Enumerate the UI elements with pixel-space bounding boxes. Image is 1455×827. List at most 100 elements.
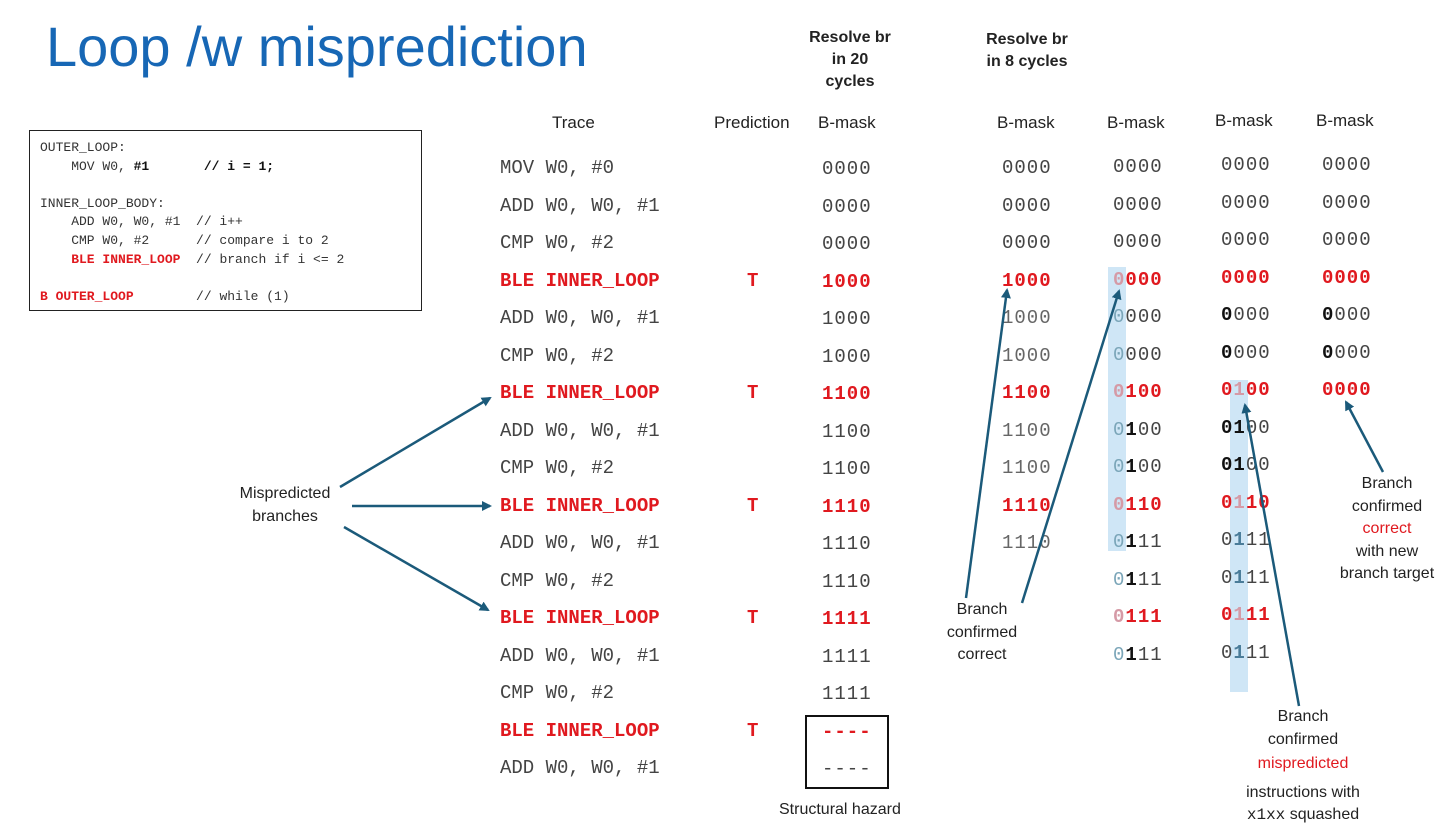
bmask-bit: 1 [1245, 641, 1259, 664]
bmask-bit: 0 [1233, 341, 1246, 364]
note-line: with new [1355, 542, 1419, 560]
bmask-bit: 0 [1113, 268, 1126, 291]
bmask-bit: 0 [1245, 304, 1259, 326]
header-bmask-3: B-mask [1107, 113, 1165, 132]
trace-row: BLE INNER_LOOP [500, 269, 660, 292]
bmask-bit: 0 [1137, 156, 1151, 178]
header-bmask-5: B-mask [1316, 111, 1374, 130]
bmask-cell: ---- [822, 758, 872, 780]
bmask-bit: 0 [1113, 156, 1126, 178]
bmask-cell: 1000 [822, 270, 872, 293]
bmask-bit: 0 [1113, 568, 1126, 591]
bmask-bit: 0 [1150, 381, 1163, 403]
bmask-bit: 1 [1150, 606, 1163, 628]
bmask-bit: 0 [1233, 266, 1246, 289]
bmask-bit: 0 [1359, 341, 1372, 364]
bmask-cell: 1110 [822, 495, 872, 518]
trace-row: CMP W0, #2 [500, 569, 615, 592]
bmask-bit: 1 [1137, 531, 1151, 553]
bmask-cell: 0100 [1113, 419, 1163, 441]
mispredicted-branches-text: Mispredicted branches [239, 485, 331, 525]
bmask-cell: 1100 [822, 420, 872, 443]
bmask-bit: 1 [1125, 418, 1138, 441]
bmask-bit: 0 [1245, 379, 1259, 401]
trace-row: ADD W0, W0, #1 [500, 194, 660, 217]
header-resolve-8: Resolve br in 8 cycles [986, 31, 1068, 70]
bmask-cell: 0000 [1322, 266, 1372, 289]
bmask-cell: 0000 [822, 233, 872, 255]
bmask-bit: 0 [1245, 454, 1259, 476]
bmask-bit: 0 [1258, 154, 1271, 176]
bmask-bit: 0 [1137, 343, 1151, 366]
bmask-bit: 0 [1125, 306, 1138, 328]
bmask-cell: 0000 [1322, 379, 1372, 401]
bmask-cell: 1110 [1002, 494, 1052, 517]
bmask-cell: 0000 [1221, 154, 1271, 176]
bmask-cell: 0111 [1221, 604, 1271, 626]
bmask-cell: 0100 [1113, 381, 1163, 403]
bmask-bit: 0 [1137, 306, 1151, 328]
bmask-bit: 0 [1245, 416, 1259, 439]
bmask-bit: 0 [1137, 231, 1151, 253]
bmask-bit: 1 [1258, 641, 1271, 664]
bmask-bit: 1 [1233, 491, 1246, 514]
bmask-cell: 0000 [1113, 194, 1163, 216]
code-text: BLE INNER_LOOP [40, 251, 181, 267]
bmask-bit: 0 [1221, 229, 1234, 251]
bmask-cell: 0100 [1221, 379, 1271, 401]
bmask-bit: 0 [1150, 193, 1163, 216]
bmask-bit: 0 [1113, 643, 1126, 666]
bmask-bit: 1 [1137, 568, 1151, 591]
bmask-bit: 1 [1245, 566, 1259, 589]
prediction-cell: T [747, 494, 759, 517]
code-bold: #1 // i = 1; [133, 158, 275, 174]
bmask-bit: 0 [1137, 381, 1151, 403]
bmask-cell: 1100 [1002, 382, 1052, 404]
bmask-bit: 1 [1233, 641, 1246, 664]
note-line: Branch [956, 601, 1008, 618]
code-text: MOV W0, [40, 158, 134, 174]
bmask-cell: 1110 [1002, 532, 1052, 554]
arrow-to-branch-2 [339, 396, 492, 489]
note-line-red: mispredicted [1257, 755, 1349, 772]
bmask-bit: 1 [1233, 604, 1246, 626]
bmask-bit: 0 [1113, 381, 1126, 403]
bmask-bit: 1 [1245, 529, 1259, 551]
prediction-cell: T [747, 719, 759, 742]
code-text: ADD W0, W0, #1 // i++ [40, 214, 243, 230]
code-comment: // while (1) [133, 288, 290, 304]
bmask-cell: 0110 [1113, 494, 1163, 516]
header-prediction: Prediction [714, 113, 790, 132]
code-text: B OUTER_LOOP [40, 288, 134, 304]
bmask-cell: 0111 [1113, 531, 1163, 553]
note-line: Branch [1361, 475, 1413, 492]
code-line: INNER_LOOP_BODY: [40, 195, 411, 214]
bmask-bit: 1 [1125, 643, 1138, 666]
bmask-bit: 1 [1150, 531, 1163, 553]
bmask-bit: 0 [1221, 191, 1234, 214]
bmask-cell: 0000 [1113, 269, 1163, 291]
bmask-bit: 0 [1221, 304, 1234, 326]
bmask-bit: 1 [1137, 606, 1151, 628]
bmask-bit: 0 [1125, 156, 1138, 178]
bmask-bit: 0 [1346, 304, 1360, 326]
bmask-bit: 1 [1125, 606, 1138, 628]
bmask-cell: 0111 [1221, 642, 1271, 664]
prediction-cell: T [747, 607, 759, 629]
note-line: confirmed [946, 623, 1018, 641]
bmask-bit: 0 [1233, 154, 1246, 176]
bmask-cell: 0000 [1322, 342, 1372, 364]
bmask-bit: 0 [1113, 531, 1126, 553]
bmask-bit: 0 [1137, 268, 1151, 291]
code-line: BLE INNER_LOOP // branch if i <= 2 [40, 251, 411, 270]
bmask-bit: 0 [1322, 304, 1335, 326]
bmask-bit: 0 [1113, 606, 1126, 628]
bmask-bit: 0 [1150, 268, 1163, 291]
bmask-bit: 1 [1150, 568, 1163, 591]
bmask-bit: 0 [1233, 304, 1246, 326]
bmask-bit: 0 [1258, 341, 1271, 364]
bmask-bit: 1 [1150, 643, 1163, 666]
bmask-bit: 0 [1113, 343, 1126, 366]
bmask-bit: 0 [1334, 341, 1347, 364]
bmask-cell: 0000 [1221, 342, 1271, 364]
